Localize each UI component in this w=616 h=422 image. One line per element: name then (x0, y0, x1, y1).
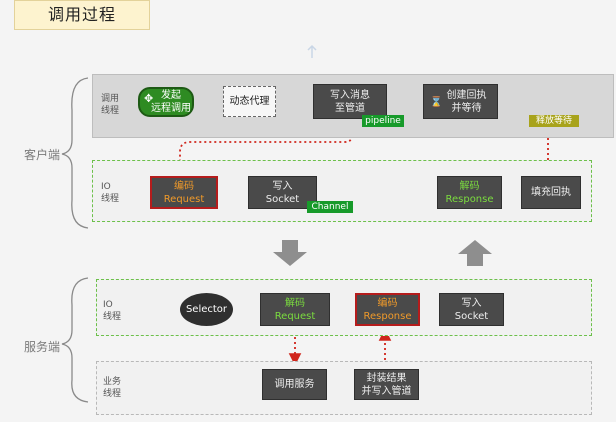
node-start-remote-call: ✥ 发起 远程调用 (138, 87, 194, 117)
node-write-message: 写入消息 至管道 (313, 84, 387, 119)
down-arrow-icon (273, 240, 307, 266)
client-label: 客户端 (24, 148, 61, 162)
node-selector: Selector (180, 293, 233, 326)
lane-label-server-io: IO 线程 (103, 300, 122, 322)
tag-release-wait: 释放等待 (529, 115, 579, 127)
page-title: 调用过程 (14, 0, 150, 30)
server-bracket (61, 277, 89, 403)
server-biz-thread-panel (96, 361, 592, 415)
lane-label-server-biz: 业务 线程 (103, 377, 122, 399)
node-write-socket-client: 写入 Socket (248, 176, 317, 209)
node-write-socket-server: 写入 Socket (439, 293, 504, 326)
node-encode-request: 编码 Request (150, 176, 218, 209)
hourglass-icon: ⌛ (430, 97, 443, 108)
tag-pipeline: pipeline (362, 115, 404, 127)
lane-label-client-call: 调用 线程 (101, 94, 120, 116)
node-decode-request: 解码 Request (260, 293, 330, 326)
node-encode-response: 编码 Response (355, 293, 420, 326)
tag-channel: Channel (307, 201, 353, 213)
node-pack-result: 封装结果 并写入管道 (354, 369, 419, 400)
server-label: 服务端 (24, 340, 61, 354)
up-arrow-icon (458, 240, 492, 266)
node-dynamic-proxy: 动态代理 (223, 86, 276, 117)
node-create-callback: ⌛ 创建回执 并等待 (423, 84, 498, 119)
resize-handle-icon (307, 44, 317, 58)
node-fill-callback: 填充回执 (521, 176, 581, 209)
lane-label-client-io: IO 线程 (101, 182, 120, 204)
client-bracket (61, 77, 89, 229)
move-icon: ✥ (144, 92, 154, 105)
node-call-service: 调用服务 (262, 369, 327, 400)
server-io-thread-panel (96, 279, 592, 336)
node-decode-response: 解码 Response (437, 176, 502, 209)
